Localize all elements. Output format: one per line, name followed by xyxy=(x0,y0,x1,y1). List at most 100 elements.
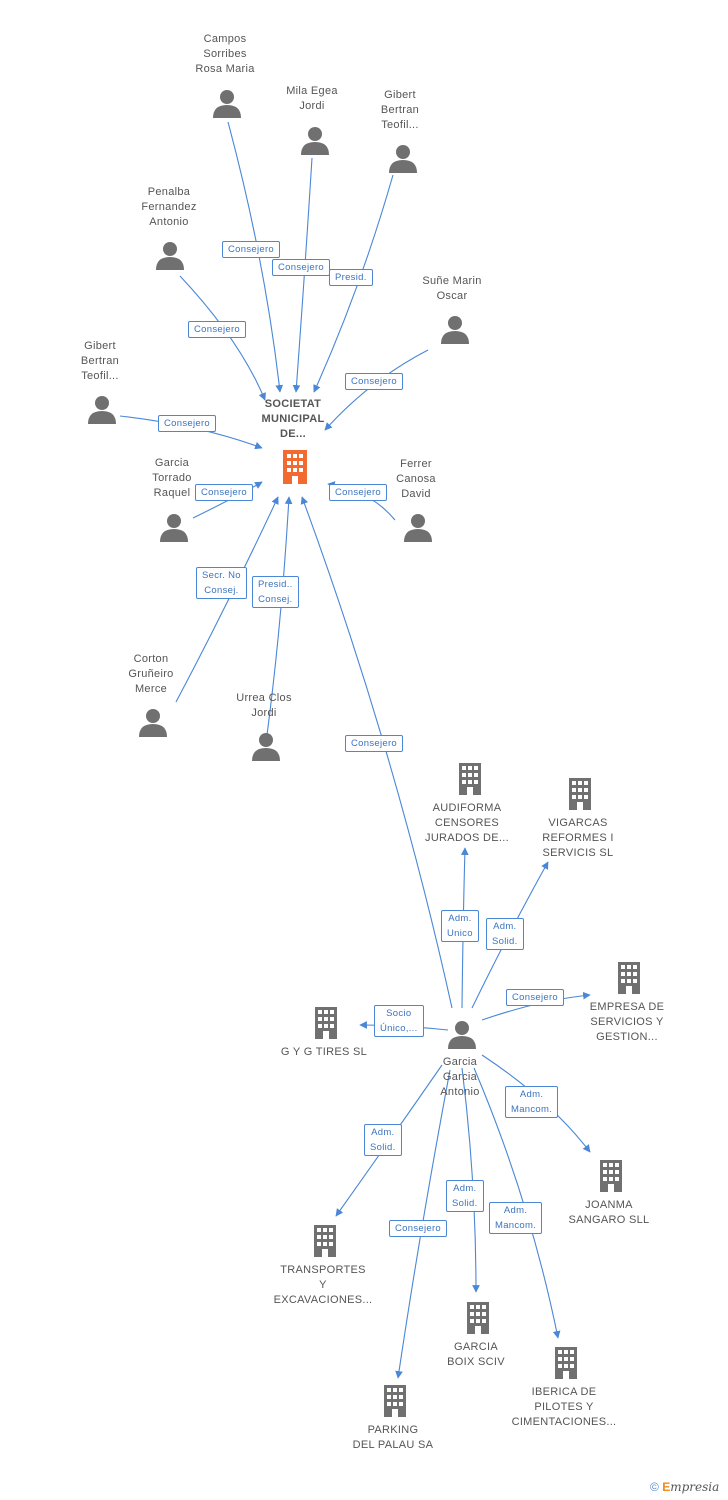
company-vigarcas[interactable]: VIGARCAS REFORMES I SERVICIS SL xyxy=(518,816,638,861)
person-gibert-2[interactable]: Gibert Bertran Teofil... xyxy=(40,339,160,384)
person-sune[interactable]: Suñe Marin Oscar xyxy=(392,274,512,304)
label-line: CENSORES xyxy=(434,817,500,829)
edge-label-text: Solid. xyxy=(370,1142,396,1153)
person-icon[interactable] xyxy=(87,394,117,424)
building-icon[interactable] xyxy=(464,1302,492,1334)
person-urrea[interactable]: Urrea Clos Jordi xyxy=(204,691,324,721)
edge-label-text: Adm. xyxy=(453,1183,477,1194)
label-line: Garcia xyxy=(442,1056,478,1068)
building-icon[interactable] xyxy=(615,962,643,994)
person-icon[interactable] xyxy=(403,512,433,542)
edge-label[interactable]: Consejero xyxy=(506,989,565,1006)
person-ferrer[interactable]: Ferrer Canosa David xyxy=(356,457,476,502)
label-line: Sorribes xyxy=(203,48,247,60)
edge-label[interactable]: Presid.. Consej. xyxy=(252,576,299,608)
edge-label-text: Solid. xyxy=(452,1198,478,1209)
building-icon[interactable] xyxy=(381,1385,409,1417)
label-line: REFORMES I xyxy=(542,832,614,844)
edge-label[interactable]: Consejero xyxy=(222,241,281,258)
edge-label-text: Consejero xyxy=(201,487,248,498)
person-icon[interactable] xyxy=(300,125,330,155)
building-icon[interactable] xyxy=(566,778,594,810)
center-company-label[interactable]: SOCIETAT MUNICIPAL DE... xyxy=(233,397,353,442)
person-icon[interactable] xyxy=(138,707,168,737)
edge-garcia-a-center xyxy=(300,496,453,1009)
person-garcia-antonio[interactable]: Garcia Garcia Antonio xyxy=(400,1055,520,1100)
company-parking[interactable]: PARKING DEL PALAU SA xyxy=(333,1423,453,1453)
edge-label[interactable]: Consejero xyxy=(195,484,254,501)
building-icon[interactable] xyxy=(552,1347,580,1379)
center-building-icon[interactable] xyxy=(279,450,311,484)
edge-label-text: Adm. xyxy=(493,921,517,932)
edge-label-text: Unico xyxy=(447,928,473,939)
person-icon[interactable] xyxy=(159,512,189,542)
edge-label[interactable]: Adm. Mancom. xyxy=(505,1086,559,1118)
edge-label[interactable]: Consejero xyxy=(158,415,217,432)
person-icon[interactable] xyxy=(212,88,242,118)
company-audiforma[interactable]: AUDIFORMA CENSORES JURADOS DE... xyxy=(407,801,527,846)
label-line: Gruñeiro xyxy=(128,668,174,680)
edge-label[interactable]: Secr. No Consej. xyxy=(196,567,247,599)
person-icon[interactable] xyxy=(440,314,470,344)
building-icon[interactable] xyxy=(597,1160,625,1192)
person-icon[interactable] xyxy=(251,731,281,761)
label-line: Antonio xyxy=(440,1086,480,1098)
company-iberica[interactable]: IBERICA DE PILOTES Y CIMENTACIONES... xyxy=(504,1385,624,1430)
person-icon[interactable] xyxy=(155,240,185,270)
company-gyg[interactable]: G Y G TIRES SL xyxy=(264,1045,384,1060)
edge-label[interactable]: Presid. xyxy=(329,269,373,286)
edge-label[interactable]: Consejero xyxy=(188,321,247,338)
label-line: AUDIFORMA xyxy=(432,802,502,814)
label-line: Jordi xyxy=(251,707,277,719)
edge-label[interactable]: Consejero xyxy=(345,373,404,390)
building-icon[interactable] xyxy=(456,763,484,795)
brand-initial: E xyxy=(662,1480,671,1494)
building-icon[interactable] xyxy=(311,1225,339,1257)
edge-label-text: Consejero xyxy=(164,418,211,429)
edge-label-text: Adm. xyxy=(371,1127,395,1138)
label-line: Urrea Clos xyxy=(236,692,292,704)
person-garcia-torrado[interactable]: Garcia Torrado Raquel xyxy=(112,456,232,501)
person-icon[interactable] xyxy=(388,143,418,173)
label-line: Bertran xyxy=(80,355,120,367)
edge-label-text: Adm. xyxy=(448,913,472,924)
person-mila[interactable]: Mila Egea Jordi xyxy=(252,84,372,114)
person-penalba[interactable]: Penalba Fernandez Antonio xyxy=(109,185,229,230)
label-line: TRANSPORTES xyxy=(280,1264,366,1276)
building-icon[interactable] xyxy=(312,1007,340,1039)
company-joanma[interactable]: JOANMA SANGARO SLL xyxy=(549,1198,669,1228)
edge-label[interactable]: Consejero xyxy=(389,1220,448,1237)
label-line: EXCAVACIONES... xyxy=(273,1294,373,1306)
edge-label[interactable]: Consejero xyxy=(329,484,388,501)
edge-label-text: Consejero xyxy=(351,376,398,387)
edge-label[interactable]: Adm. Solid. xyxy=(364,1124,402,1156)
label-line: CIMENTACIONES... xyxy=(511,1416,617,1428)
edge-iberica xyxy=(473,1067,561,1339)
edge-label[interactable]: Adm. Mancom. xyxy=(489,1202,543,1234)
label-line: Garcia xyxy=(442,1071,478,1083)
edge-label-text: Solid. xyxy=(492,936,518,947)
company-garcia-boix[interactable]: GARCIA BOIX SCIV xyxy=(416,1340,536,1370)
edge-label-text: Mancom. xyxy=(495,1220,537,1231)
company-empresa[interactable]: EMPRESA DE SERVICIOS Y GESTION... xyxy=(567,1000,687,1045)
edge-label[interactable]: Adm. Solid. xyxy=(446,1180,484,1212)
label-line: Gibert xyxy=(384,89,416,101)
edge-label[interactable]: Socio Único,... xyxy=(374,1005,424,1037)
label-line: Mila Egea xyxy=(286,85,338,97)
label-line: VIGARCAS xyxy=(548,817,608,829)
edge-label-text: Adm. xyxy=(519,1089,544,1100)
company-transportes[interactable]: TRANSPORTES Y EXCAVACIONES... xyxy=(263,1263,383,1308)
person-icon[interactable] xyxy=(447,1019,477,1049)
label-line: Penalba xyxy=(147,186,191,198)
label-line: Rosa Maria xyxy=(195,63,255,75)
edge-label[interactable]: Consejero xyxy=(345,735,404,752)
person-campos[interactable]: Campos Sorribes Rosa Maria xyxy=(165,32,285,77)
copyright-symbol: © xyxy=(650,1480,659,1494)
edge-label[interactable]: Consejero xyxy=(272,259,331,276)
person-gibert-1[interactable]: Gibert Bertran Teofil... xyxy=(340,88,460,133)
label-line: GESTION... xyxy=(596,1031,658,1043)
edge-label-text: Consejero xyxy=(278,262,325,273)
edge-label[interactable]: Adm. Solid. xyxy=(486,918,524,950)
edge-label[interactable]: Adm. Unico xyxy=(441,910,479,942)
person-corton[interactable]: Corton Gruñeiro Merce xyxy=(91,652,211,697)
